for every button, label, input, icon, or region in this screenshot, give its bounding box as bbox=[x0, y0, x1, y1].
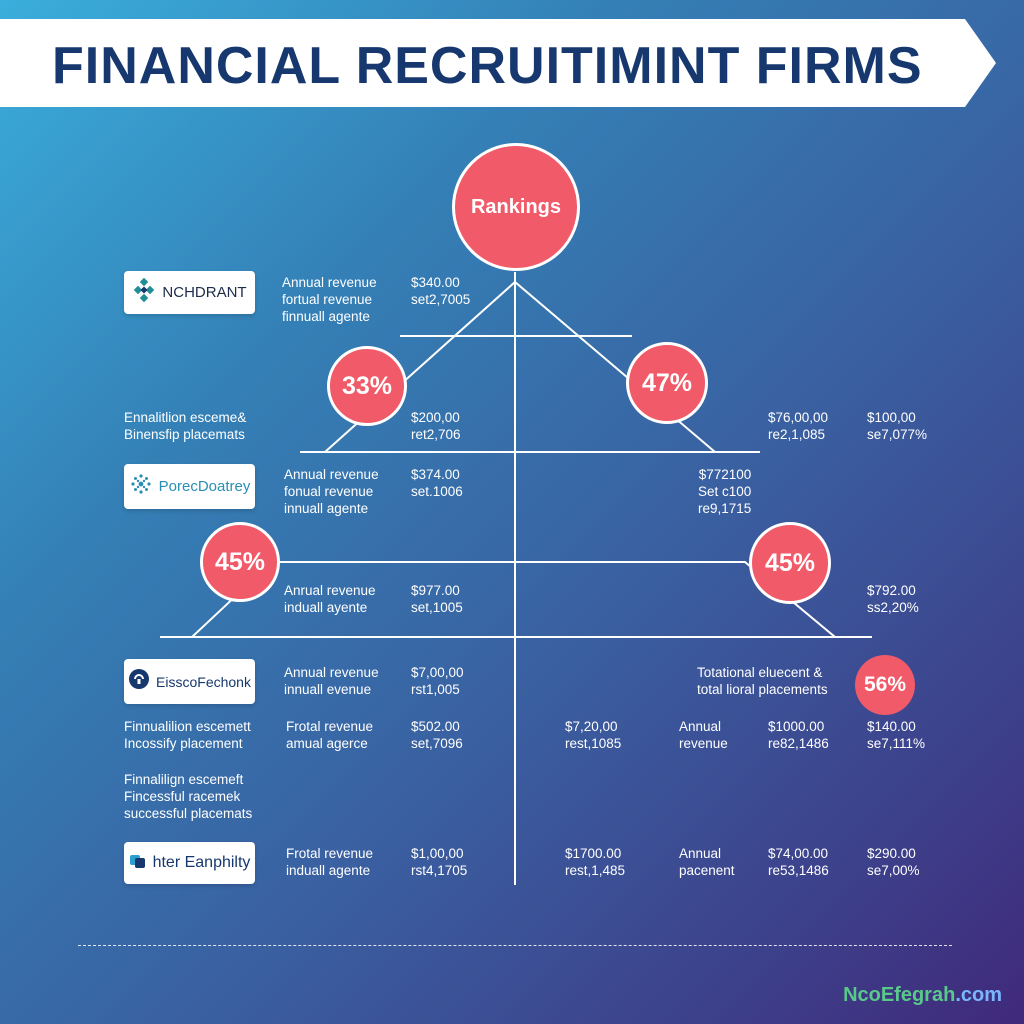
logo-name: NCHDRANT bbox=[162, 284, 247, 301]
row2-values: $200,00 ret2,706 bbox=[411, 410, 461, 442]
row3-values: $374.00 set.1006 bbox=[411, 467, 463, 499]
percent-value: 45% bbox=[764, 548, 816, 577]
row8-col6: $74,00.00 re53,1486 bbox=[768, 846, 829, 878]
row3-right-values: $772100 Set c100 re9,1715 bbox=[698, 467, 752, 516]
row4-values: $977.00 set,1005 bbox=[411, 583, 463, 615]
footer-divider bbox=[78, 945, 952, 946]
rankings-label: Rankings bbox=[470, 195, 562, 218]
percent-value: 33% bbox=[341, 371, 393, 400]
page-title: FINANCIAL RECRUITIMINT FIRMS bbox=[52, 37, 923, 95]
logo-card-hter-eanphilty: hter Eanphilty bbox=[124, 842, 255, 884]
row4-right-values: $792.00 ss2,20% bbox=[867, 583, 919, 615]
rankings-circle: Rankings bbox=[452, 143, 580, 271]
diamond-grid-icon bbox=[132, 277, 156, 307]
percent-circle-56: 56% bbox=[855, 655, 915, 715]
row2-right-values-1: $76,00,00 re2,1,085 bbox=[768, 410, 829, 442]
row8-col3: $1,00,00 rst4,1705 bbox=[411, 846, 468, 878]
stack-icon bbox=[129, 852, 147, 875]
logo-card-nchdrant: NCHDRANT bbox=[124, 271, 255, 314]
row5-right-text: Totational eluecent & total lioral place… bbox=[697, 665, 828, 697]
logo-card-porecdoatrey: PorecDoatrey bbox=[124, 464, 255, 509]
row3-labels: Annual revenue fonual revenue innuall ag… bbox=[284, 467, 379, 516]
row8-col2: Frotal revenue induall agente bbox=[286, 846, 374, 878]
brand-watermark: NcoEfegrah.com bbox=[843, 984, 1002, 1007]
logo-name: EisscoFechonk bbox=[156, 673, 251, 690]
row1-values: $340.00 set2,7005 bbox=[411, 275, 471, 307]
row5-values: $7,00,00 rst1,005 bbox=[411, 665, 464, 697]
logo-name: PorecDoatrey bbox=[158, 478, 251, 495]
percent-value: 56% bbox=[863, 673, 907, 696]
dotted-circle-icon bbox=[129, 472, 153, 501]
badge-icon bbox=[128, 668, 150, 695]
percent-value: 45% bbox=[214, 547, 266, 576]
percent-circle-45-left: 45% bbox=[200, 522, 280, 602]
row6-col7: $140.00 se7,111% bbox=[867, 719, 926, 751]
percent-circle-47: 47% bbox=[626, 342, 708, 424]
row8-col4: $1700.00 rest,1,485 bbox=[565, 846, 626, 878]
row6-col6: $1000.00 re82,1486 bbox=[768, 719, 829, 751]
row6-labels: Finnualilion escemett Incossify placemen… bbox=[124, 719, 251, 751]
percent-value: 47% bbox=[641, 368, 693, 397]
percent-circle-45-right: 45% bbox=[749, 522, 831, 604]
row6-col4: $7,20,00 rest,1085 bbox=[565, 719, 622, 751]
row8-col5: Annual pacenent bbox=[679, 846, 735, 878]
row5-labels: Annual revenue innuall evenue bbox=[284, 665, 379, 697]
row2-labels: Ennalitlion esceme& Binensfip placemats bbox=[124, 410, 247, 442]
brand-name: NcoEfegrah bbox=[843, 984, 956, 1006]
row8-col7: $290.00 se7,00% bbox=[867, 846, 920, 878]
row2-right-values-2: $100,00 se7,077% bbox=[867, 410, 928, 442]
row1-labels: Annual revenue fortual revenue finnuall … bbox=[282, 275, 377, 324]
percent-circle-33: 33% bbox=[327, 346, 407, 426]
logo-name: hter Eanphilty bbox=[152, 854, 251, 871]
row4-labels: Anrual revenue induall ayente bbox=[284, 583, 376, 615]
title-banner bbox=[0, 19, 996, 107]
row6-col2: Frotal revenue amual agerce bbox=[286, 719, 374, 751]
row6-col3: $502.00 set,7096 bbox=[411, 719, 463, 751]
row6-col5: Annual revenue bbox=[679, 719, 728, 751]
row7-labels: Finnalilign escemeft Fincessful racemek … bbox=[124, 772, 253, 821]
brand-domain: .com bbox=[955, 984, 1002, 1006]
logo-card-eisscofechonk: EisscoFechonk bbox=[124, 659, 255, 704]
